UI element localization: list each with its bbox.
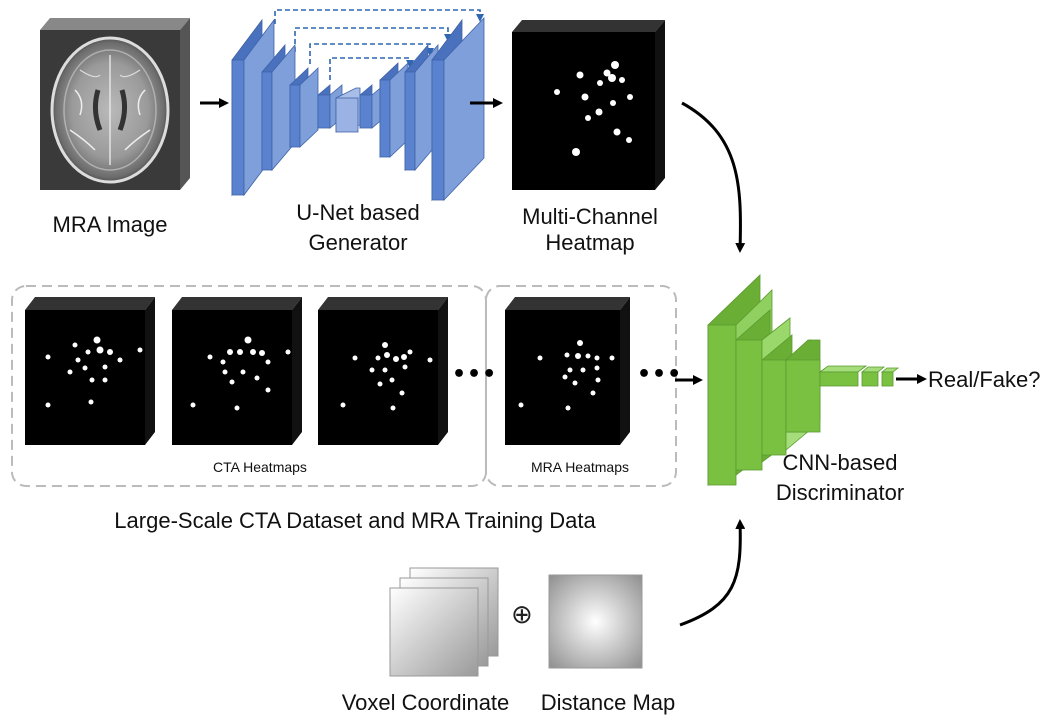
label-unet-line2: Generator	[308, 230, 408, 255]
unet-generator	[231, 9, 485, 202]
distance-map	[548, 574, 643, 669]
label-heatmap-line1: Multi-Channel	[522, 204, 658, 229]
label-cnn-line1: CNN-based	[782, 450, 898, 475]
cta-heatmap-1	[25, 297, 155, 445]
label-mra-heatmaps: MRA Heatmaps	[530, 459, 630, 475]
label-dataset: Large-Scale CTA Dataset and MRA Training…	[114, 508, 596, 533]
multi-channel-heatmap	[512, 20, 665, 190]
voxel-coordinate	[389, 567, 499, 677]
ellipsis-cta: •••	[452, 362, 498, 387]
arrow-distance-to-discriminator	[679, 519, 746, 627]
label-output: Real/Fake?	[928, 367, 1041, 392]
label-heatmap-line2: Heatmap	[545, 230, 635, 255]
arrow-heatmap-to-discriminator	[681, 101, 746, 253]
label-mra-image: MRA Image	[52, 212, 168, 237]
label-cnn-line2: Discriminator	[775, 480, 905, 505]
mra-image	[40, 18, 190, 190]
mra-heatmaps-box	[485, 285, 677, 487]
label-cta-heatmaps: CTA Heatmaps	[213, 459, 307, 475]
mra-heatmap	[505, 297, 630, 445]
cta-heatmap-2	[172, 297, 302, 445]
cta-heatmap-3	[318, 297, 448, 445]
oplus-symbol: ⊕	[511, 600, 533, 630]
label-unet-line1: U-Net based	[296, 200, 420, 225]
skip-connections	[274, 9, 484, 80]
ellipsis-mra: •••	[637, 362, 683, 387]
label-voxel: Voxel Coordinate	[341, 690, 510, 715]
label-distance: Distance Map	[540, 690, 676, 715]
cnn-discriminator	[707, 274, 900, 486]
